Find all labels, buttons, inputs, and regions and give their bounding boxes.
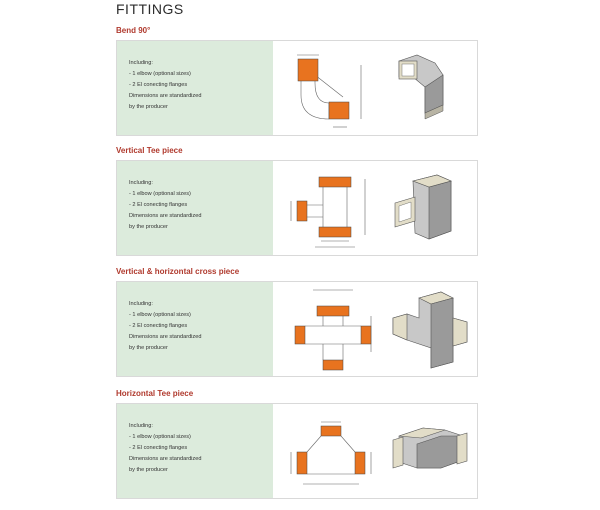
page-title: FITTINGS xyxy=(116,1,184,17)
description-line: - 2 El conecting flanges xyxy=(129,202,188,208)
description-line: Including: xyxy=(129,180,153,186)
description-line: - 2 El conecting flanges xyxy=(129,82,188,88)
section-title: Horizontal Tee piece xyxy=(116,389,194,398)
description-panel: Including: - 1 elbow (optional sizes) - … xyxy=(117,404,273,498)
description-panel: Including: - 1 elbow (optional sizes) - … xyxy=(117,41,273,135)
section-title: Vertical Tee piece xyxy=(116,146,183,155)
product-card: Including: - 1 elbow (optional sizes) - … xyxy=(116,403,478,499)
description-line: Dimensions are standardized xyxy=(129,334,202,340)
cross-piece-technical-drawing xyxy=(294,289,372,371)
description-line: Dimensions are standardized xyxy=(129,93,202,99)
product-card: Including: - 1 elbow (optional sizes) - … xyxy=(116,160,478,256)
description-line: by the producer xyxy=(129,467,168,473)
horizontal-tee-isometric-icon xyxy=(392,427,468,469)
bend-90-isometric-icon xyxy=(398,54,444,120)
description-line: Including: xyxy=(129,423,153,429)
product-card: Including: - 1 elbow (optional sizes) - … xyxy=(116,281,478,377)
description-line: Dimensions are standardized xyxy=(129,456,202,462)
description-line: by the producer xyxy=(129,224,168,230)
description-line: - 1 elbow (optional sizes) xyxy=(129,434,191,440)
description-line: Dimensions are standardized xyxy=(129,213,202,219)
description-line: - 2 El conecting flanges xyxy=(129,445,188,451)
description-line: Including: xyxy=(129,301,153,307)
description-line: - 1 elbow (optional sizes) xyxy=(129,191,191,197)
description-line: by the producer xyxy=(129,345,168,351)
description-panel: Including: - 1 elbow (optional sizes) - … xyxy=(117,282,273,376)
bend-90-technical-drawing xyxy=(297,54,362,128)
section-title: Vertical & horizontal cross piece xyxy=(116,267,240,276)
vertical-tee-technical-drawing xyxy=(290,176,366,248)
description-panel: Including: - 1 elbow (optional sizes) - … xyxy=(117,161,273,255)
horizontal-tee-technical-drawing xyxy=(290,421,372,485)
description-line: - 2 El conecting flanges xyxy=(129,323,188,329)
description-line: Including: xyxy=(129,60,153,66)
description-line: by the producer xyxy=(129,104,168,110)
description-line: - 1 elbow (optional sizes) xyxy=(129,71,191,77)
vertical-tee-isometric-icon xyxy=(394,174,452,240)
cross-piece-isometric-icon xyxy=(392,291,468,369)
product-card: Including: - 1 elbow (optional sizes) - … xyxy=(116,40,478,136)
section-title: Bend 90° xyxy=(116,26,151,35)
description-line: - 1 elbow (optional sizes) xyxy=(129,312,191,318)
